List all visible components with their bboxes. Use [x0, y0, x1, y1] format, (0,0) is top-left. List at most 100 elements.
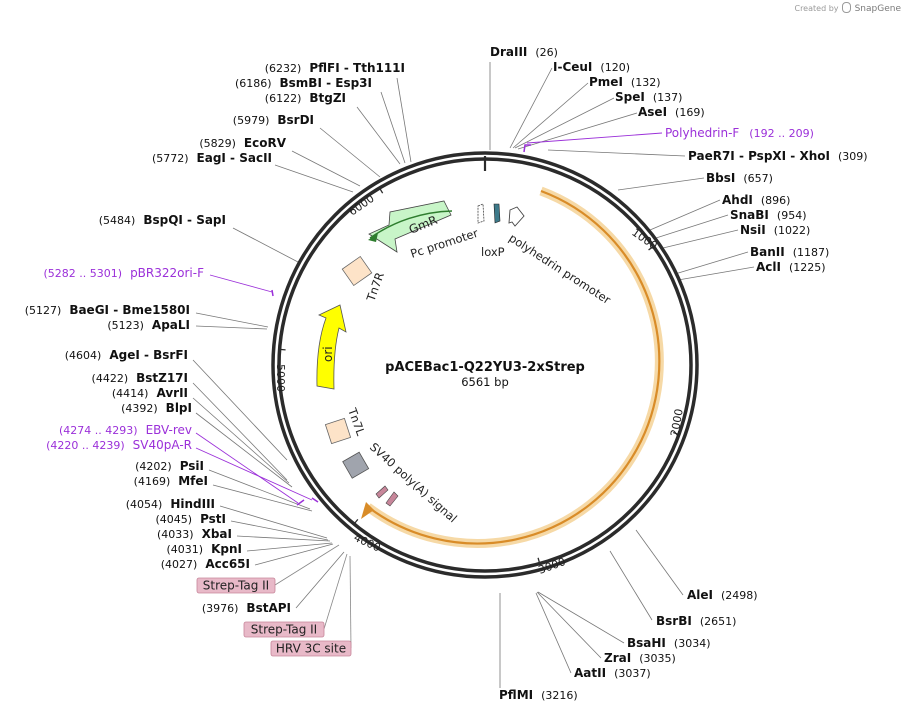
- enzyme-name: AseI: [638, 105, 667, 119]
- site-position: (5127): [25, 304, 62, 317]
- leader-line: [536, 591, 602, 659]
- leader-line: [319, 127, 381, 178]
- enzyme-name: AhdI: [722, 193, 753, 207]
- enzyme-name: BspQI - SapI: [143, 213, 226, 227]
- leader-line: [674, 251, 749, 275]
- enzyme-name: NsiI: [740, 223, 766, 237]
- leader-line: [677, 266, 755, 281]
- enzyme-name: BlpI: [166, 401, 192, 415]
- enzyme-name: KpnI: [211, 542, 242, 556]
- position-tick: [379, 187, 384, 194]
- site-label-acli: AclI(1225): [756, 260, 826, 274]
- site-label-mfei: (4169)MfeI: [134, 474, 208, 488]
- site-position: (4604): [65, 349, 102, 362]
- site-label-blpi: (4392) BlpI: [121, 401, 192, 415]
- enzyme-name: XbaI: [202, 527, 232, 541]
- site-position: (6232): [265, 62, 302, 75]
- site-position: (3034): [674, 637, 711, 650]
- site-label-kpni: (4031) KpnI: [167, 542, 242, 556]
- enzyme-name: SnaBI: [730, 208, 769, 222]
- leader-line: [192, 359, 288, 461]
- box-leader-line: [349, 555, 352, 649]
- primer-label-sv40r: (4220 .. 4239)SV40pA-R: [46, 438, 192, 452]
- site-position: (4169): [134, 475, 171, 488]
- enzyme-name: Acc65I: [205, 557, 250, 571]
- feature-box-hrv: [270, 640, 352, 657]
- site-position: (4045): [155, 513, 192, 526]
- site-position: (4027): [161, 558, 198, 571]
- leader-line: [219, 505, 328, 539]
- enzyme-name: ZraI: [604, 651, 631, 665]
- box-leader-line: [323, 553, 348, 630]
- gmr-direction-arrow-icon: [368, 233, 378, 242]
- backbone-outer-ring: [271, 151, 699, 579]
- ori-feature: [316, 304, 347, 390]
- site-label-bsrb: BsrBI(2651): [656, 614, 736, 628]
- credit-prefix: Created by: [794, 4, 839, 13]
- pc-promoter-glyph-icon: [477, 203, 485, 224]
- enzyme-name: BsaHI: [627, 636, 666, 650]
- leader-line: [356, 106, 401, 165]
- site-position: (5979): [233, 114, 270, 127]
- site-position: (309): [838, 150, 868, 163]
- site-position: (4422): [92, 372, 129, 385]
- enzyme-name: EagI - SacII: [197, 151, 272, 165]
- leader-line: [635, 529, 684, 596]
- site-position: (4031): [167, 543, 204, 556]
- leader-line: [192, 397, 290, 484]
- site-label-pflf: (6232)PflFI - Tth111I: [265, 61, 405, 75]
- primer-leader-line: [195, 447, 313, 501]
- enzyme-name: BstZ17I: [136, 371, 188, 385]
- primer-position: (192 .. 209): [749, 127, 814, 140]
- leader-line: [617, 177, 705, 191]
- leader-line: [535, 592, 572, 674]
- site-position: (3216): [541, 689, 578, 702]
- enzyme-name: PflMI: [499, 688, 533, 702]
- primer-label-pbr: (5282 .. 5301)pBR322ori-F: [44, 266, 205, 280]
- primer-label-ebv: (4274 .. 4293)EBV-rev: [59, 423, 192, 437]
- site-position: (4392): [121, 402, 158, 415]
- site-label-bsah: BsaHI (3034): [627, 636, 710, 650]
- primer-labels: Polyhedrin-F (192 .. 209) (5282 .. 5301)pB…: [44, 126, 814, 504]
- leader-line: [655, 214, 729, 239]
- leader-line: [246, 542, 333, 552]
- position-tick: [537, 557, 541, 564]
- site-label-alei: AleI (2498): [687, 588, 758, 602]
- enzyme-name: BanII: [750, 245, 785, 259]
- enzyme-name: AclI: [756, 260, 781, 274]
- site-position: (5484): [99, 214, 136, 227]
- loxp-label: loxP: [481, 245, 505, 259]
- polyhedrin-promoter-label: polyhedrin promoter: [506, 231, 613, 307]
- site-label-baeg: (5127) BaeGI - Bme1580I: [25, 303, 190, 317]
- feature-box-label-strep1: Strep-Tag II: [203, 579, 269, 593]
- site-label-eagi: (5772)EagI - SacII: [152, 151, 272, 165]
- enzyme-name: PsiI: [180, 459, 204, 473]
- position-tick: [673, 431, 680, 436]
- site-label-xbai: (4033)XbaI: [157, 527, 232, 541]
- site-label-ahdi: AhdI(896): [722, 193, 790, 207]
- leader-line: [274, 164, 354, 193]
- site-position: (2498): [721, 589, 758, 602]
- site-label-avrii: (4414)AvrII: [112, 386, 188, 400]
- site-label-hind: (4054)HindIII: [126, 497, 215, 511]
- enzyme-name: BaeGI - Bme1580I: [69, 303, 190, 317]
- enzyme-name: BtgZI: [309, 91, 346, 105]
- site-labels: DraIII(26)I-CeuI(120)PmeI(132)SpeI(137)A…: [25, 45, 868, 702]
- leader-line: [192, 382, 288, 481]
- loxp-glyph-icon: [493, 203, 501, 224]
- site-position: (2651): [700, 615, 737, 628]
- site-label-btgz: (6122) BtgZI: [265, 91, 346, 105]
- orf-arrowhead-icon: [361, 502, 374, 519]
- enzyme-name: ApaLI: [152, 318, 190, 332]
- tn7r-feature: [341, 255, 373, 287]
- primer-name: Polyhedrin-F: [665, 126, 739, 140]
- leader-line: [649, 199, 721, 231]
- enzyme-name: AleI: [687, 588, 713, 602]
- leader-line: [509, 67, 553, 149]
- site-position: (6122): [265, 92, 302, 105]
- tick-label-3000: 3000: [537, 555, 568, 577]
- enzyme-name: BstAPI: [246, 601, 291, 615]
- leader-line: [195, 312, 269, 328]
- enzyme-name: EcoRV: [244, 136, 287, 150]
